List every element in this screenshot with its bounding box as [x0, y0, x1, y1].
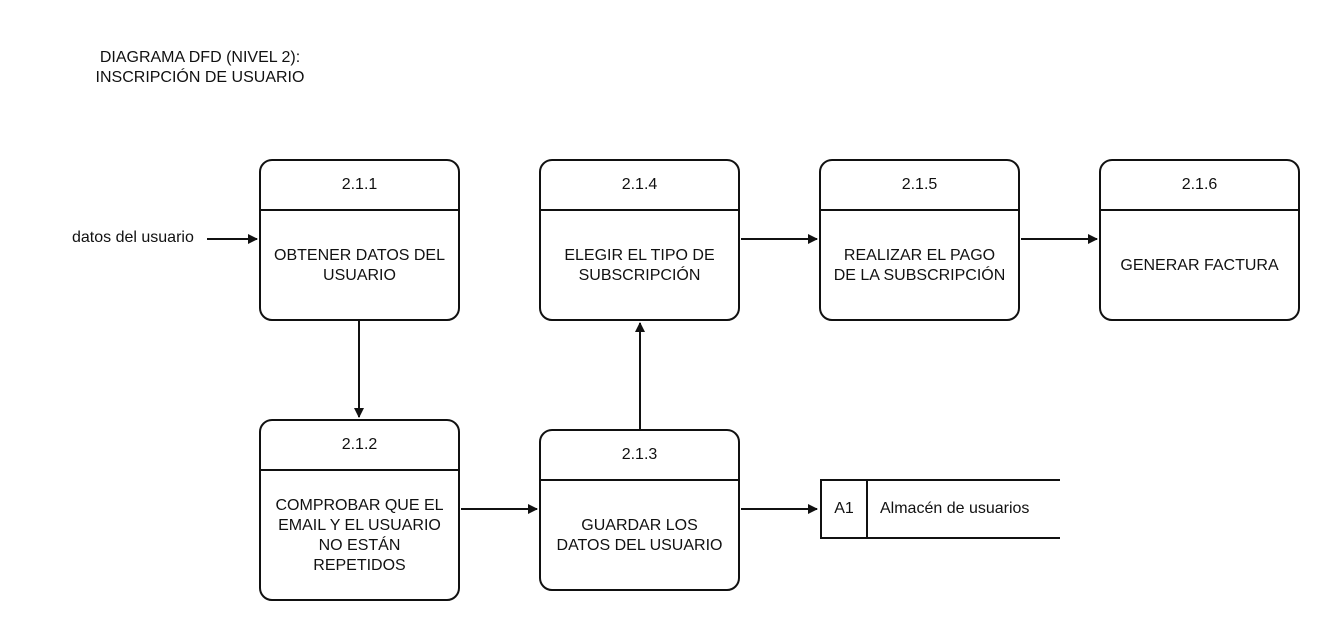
process-2-1-1: 2.1.1 OBTENER DATOS DEL USUARIO: [259, 159, 460, 321]
process-name: GENERAR FACTURA: [1120, 257, 1279, 274]
process-id: 2.1.3: [541, 431, 738, 481]
process-id: 2.1.6: [1101, 161, 1298, 211]
process-2-1-5: 2.1.5 REALIZAR EL PAGO DE LA SUBSCRIPCIÓ…: [819, 159, 1020, 321]
diagram-title-line-2: INSCRIPCIÓN DE USUARIO: [95, 69, 305, 86]
process-name: ELEGIR EL TIPO DE SUBSCRIPCIÓN: [564, 247, 715, 284]
process-id: 2.1.4: [541, 161, 738, 211]
process-2-1-3: 2.1.3 GUARDAR LOS DATOS DEL USUARIO: [539, 429, 740, 591]
data-store-a1: A1 Almacén de usuarios: [820, 479, 1060, 539]
process-name: COMPROBAR QUE EL EMAIL Y EL USUARIO NO E…: [275, 497, 444, 574]
data-store-name: Almacén de usuarios: [880, 500, 1030, 517]
process-id: 2.1.2: [261, 421, 458, 471]
process-2-1-2: 2.1.2 COMPROBAR QUE EL EMAIL Y EL USUARI…: [259, 419, 460, 601]
process-id: 2.1.5: [821, 161, 1018, 211]
process-2-1-4: 2.1.4 ELEGIR EL TIPO DE SUBSCRIPCIÓN: [539, 159, 740, 321]
process-name: GUARDAR LOS DATOS DEL USUARIO: [556, 517, 723, 554]
process-name: OBTENER DATOS DEL USUARIO: [274, 247, 445, 284]
diagram-title-line-1: DIAGRAMA DFD (NIVEL 2):: [99, 49, 301, 66]
diagram-title: DIAGRAMA DFD (NIVEL 2): INSCRIPCIÓN DE U…: [70, 48, 330, 88]
process-name: REALIZAR EL PAGO DE LA SUBSCRIPCIÓN: [833, 247, 1006, 284]
data-store-id: A1: [820, 481, 868, 537]
process-id: 2.1.1: [261, 161, 458, 211]
process-2-1-6: 2.1.6 GENERAR FACTURA: [1099, 159, 1300, 321]
input-flow-label: datos del usuario: [72, 229, 194, 246]
